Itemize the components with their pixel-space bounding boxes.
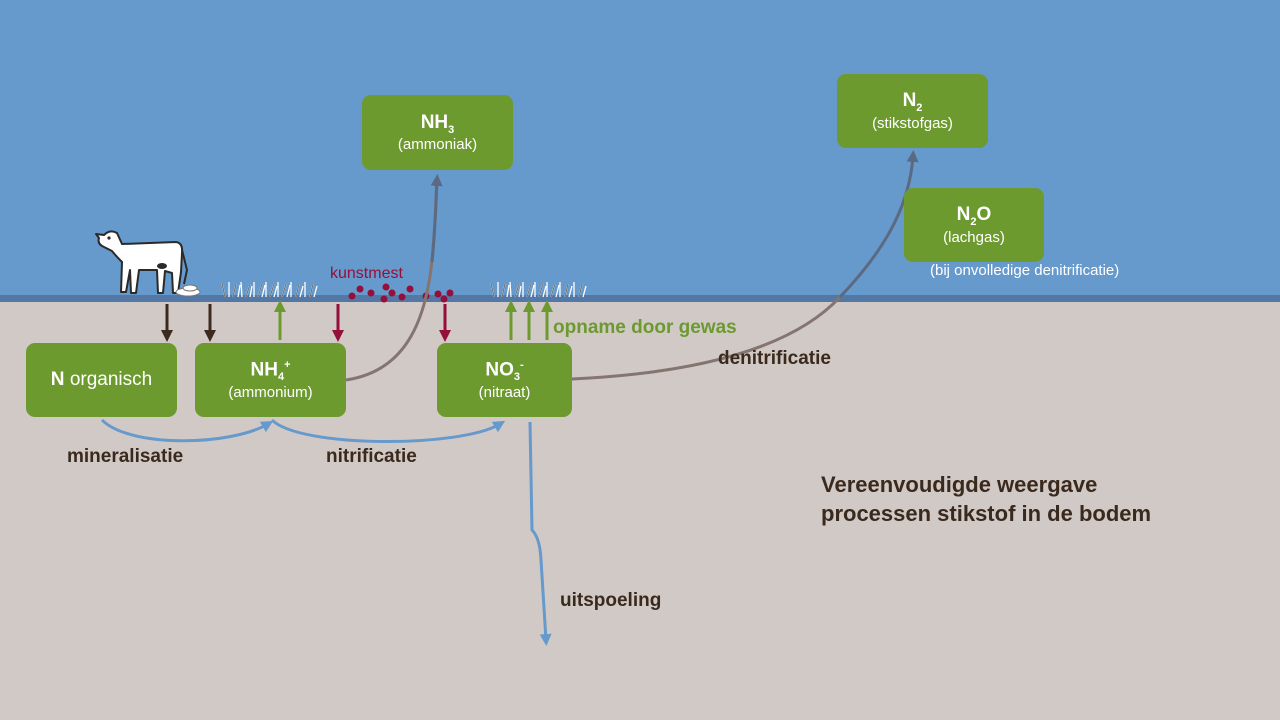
n-organic-box: N organisch bbox=[26, 343, 177, 417]
soil-surface-line bbox=[0, 295, 1280, 302]
mineralisation-arrow bbox=[100, 418, 274, 443]
sky-background bbox=[0, 0, 1280, 297]
grass-icon bbox=[490, 281, 587, 298]
no3-subscript: 3 bbox=[513, 371, 520, 384]
n2o-subscript: 2 bbox=[970, 215, 977, 228]
nh4-formula: NH bbox=[250, 359, 278, 381]
n2o-formula-o: O bbox=[976, 204, 992, 226]
nh4-box: NH4+ (ammonium) bbox=[195, 343, 346, 417]
nh3-formula: NH bbox=[420, 111, 449, 133]
n2-formula: N bbox=[902, 90, 917, 112]
n2-name: (stikstofgas) bbox=[872, 114, 953, 132]
nh4-charge: + bbox=[284, 358, 291, 371]
no3-charge: - bbox=[519, 358, 524, 371]
mineralisatie-label: mineralisatie bbox=[67, 446, 184, 467]
leaching-arrow bbox=[528, 421, 552, 646]
n-organic-symbol: N bbox=[50, 369, 65, 391]
no3-box: NO3- (nitraat) bbox=[437, 343, 572, 417]
cow-icon bbox=[95, 230, 189, 294]
nh3-subscript: 3 bbox=[448, 123, 455, 136]
n2o-formula-n: N bbox=[956, 204, 971, 226]
denitrification-arrow-upper bbox=[838, 150, 919, 299]
no3-formula: NO bbox=[485, 359, 514, 381]
volatilisation-arrow-upper bbox=[430, 174, 443, 263]
diagram-title: Vereenvoudigde weergave processen stikst… bbox=[821, 471, 1151, 528]
grass-icon bbox=[221, 281, 318, 298]
nitrificatie-label: nitrificatie bbox=[326, 446, 417, 467]
fertilizer-granules-icon bbox=[348, 283, 454, 303]
nh4-subscript: 4 bbox=[277, 371, 285, 384]
uitspoeling-label: uitspoeling bbox=[560, 590, 662, 611]
n2-box: N2 (stikstofgas) bbox=[837, 74, 988, 148]
n2o-note: (bij onvolledige denitrificatie) bbox=[930, 262, 1120, 279]
no3-name: (nitraat) bbox=[478, 383, 531, 401]
n2o-name: (lachgas) bbox=[943, 228, 1005, 246]
n2-subscript: 2 bbox=[916, 101, 923, 114]
denitrificatie-label: denitrificatie bbox=[718, 348, 831, 369]
nh3-box: NH3 (ammoniak) bbox=[362, 95, 513, 170]
manure-icon bbox=[175, 284, 201, 297]
nh3-name: (ammoniak) bbox=[397, 136, 478, 154]
nh4-name: (ammonium) bbox=[228, 383, 313, 401]
title-line-2: processen stikstof in de bodem bbox=[821, 500, 1152, 526]
title-line-1: Vereenvoudigde weergave bbox=[821, 472, 1098, 497]
kunstmest-label: kunstmest bbox=[330, 265, 403, 282]
nitrification-arrow bbox=[270, 418, 506, 443]
denitrification-arrow bbox=[571, 295, 842, 381]
opname-label: opname door gewas bbox=[553, 317, 737, 338]
n2o-box: N2O (lachgas) bbox=[904, 188, 1044, 262]
n-organic-word: organisch bbox=[69, 369, 153, 391]
